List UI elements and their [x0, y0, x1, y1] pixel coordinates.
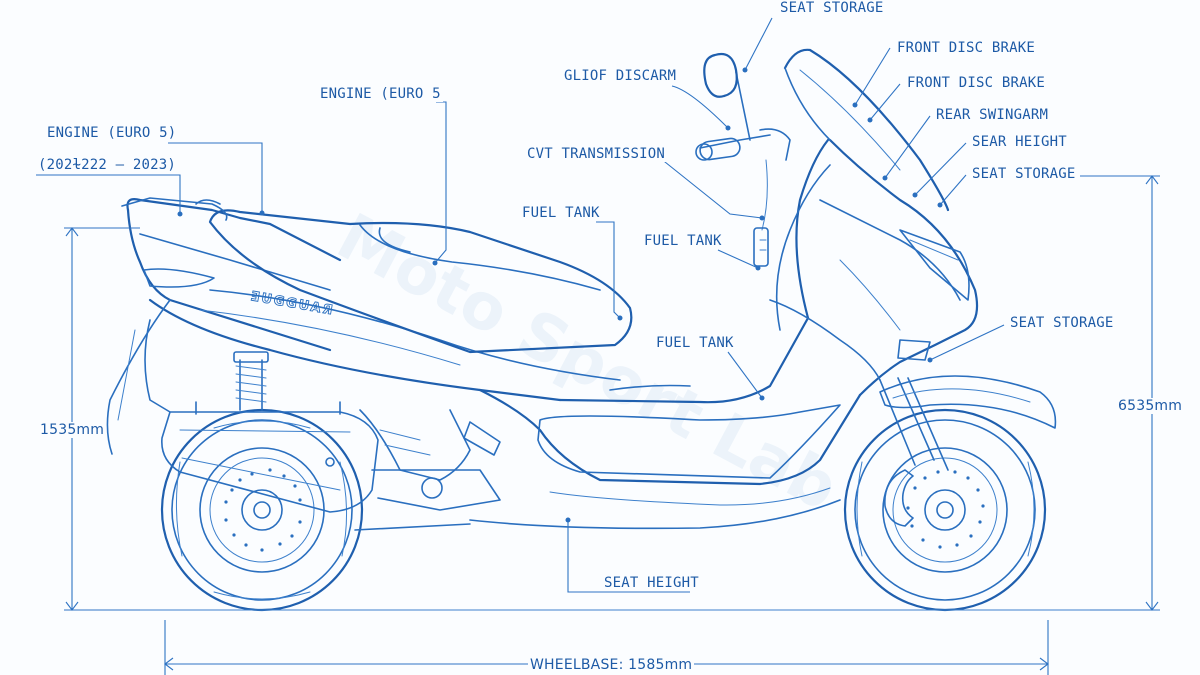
leader-lines: [36, 17, 1005, 593]
body-badge: ƎUGGUAЯ: [249, 289, 335, 319]
label-seat-storage-mid: SEAT STORAGE: [1008, 315, 1116, 331]
label-engine-euro5-center: ENGINE (EURO 5: [318, 86, 443, 102]
label-fuel-tank-3: FUEL TANK: [654, 335, 736, 351]
label-sear-height: SEAR HEIGHT: [970, 134, 1069, 150]
dimension-left-height: 1535mm: [38, 422, 107, 438]
label-cvt-transmission: CVT TRANSMISSION: [525, 146, 668, 162]
label-front-disc-brake-2: FRONT DISC BRAKE: [905, 75, 1048, 91]
front-fork: [879, 375, 1057, 471]
body-panels: ƎUGGUAЯ: [106, 198, 862, 531]
label-fuel-tank-1: FUEL TANK: [520, 205, 602, 221]
label-seat-storage-right: SEAT STORAGE: [970, 166, 1078, 182]
label-fuel-tank-2: FUEL TANK: [642, 233, 724, 249]
rear-wheel: [160, 408, 364, 612]
label-front-disc-brake-1: FRONT DISC BRAKE: [895, 40, 1038, 56]
label-engine-euro5-left: ENGINE (EURO 5): [45, 125, 179, 141]
dimension-right-height: 6535mm: [1116, 398, 1185, 414]
exhaust: [161, 401, 501, 513]
front-cowl: [695, 48, 979, 397]
label-rear-swingarm: REAR SWINGARM: [934, 107, 1051, 123]
front-wheel: [843, 408, 1047, 612]
label-seat-height-bottom: SEAT HEIGHT: [602, 575, 701, 591]
dimension-lines: [64, 175, 1160, 675]
label-seat-storage-top: SEAT STORAGE: [778, 0, 886, 16]
grab-rail: [121, 197, 228, 221]
label-years: (202ɫ222 – 2023): [36, 157, 179, 173]
dimension-wheelbase: WHEELBASE: 1585mm: [528, 657, 695, 673]
label-gliof-discarm: GLIOF DISCARM: [562, 68, 679, 84]
rear-shock: [233, 351, 269, 411]
